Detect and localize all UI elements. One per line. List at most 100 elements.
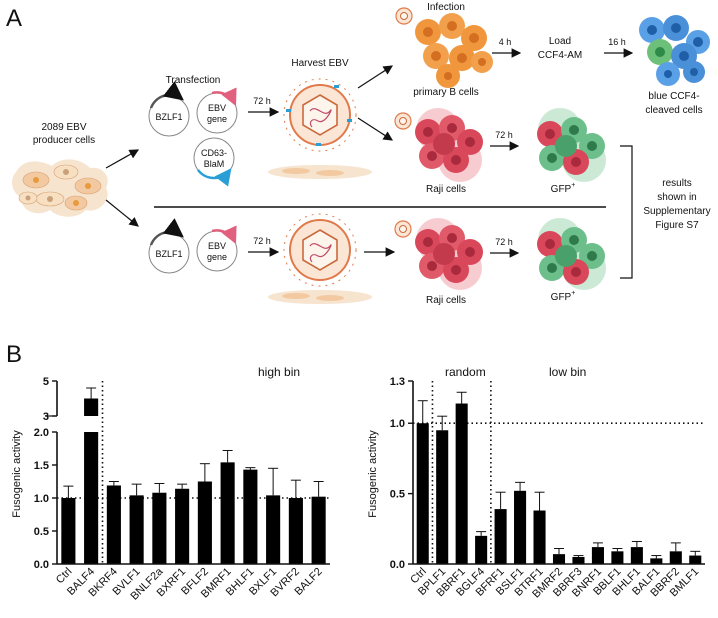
blue-cells-label-line1: blue CCF4-	[648, 91, 699, 102]
chart1-ytick-label: 0.5	[34, 526, 49, 538]
blue-cells-label-line2: cleaved cells	[645, 105, 702, 116]
results-label-line2: shown in	[657, 192, 696, 203]
infection-label: Infection	[427, 2, 465, 13]
ebv-virion-icon	[283, 78, 357, 152]
chart1-ytick-label: 2.0	[34, 427, 49, 439]
chart2-bar	[669, 551, 682, 564]
producer-label-line1: 2089 EBV	[41, 122, 86, 133]
results-label-line4: Figure S7	[655, 220, 699, 231]
load-label-line1: Load	[549, 36, 571, 47]
cell-layer-icon-2	[268, 290, 372, 304]
results-label-line3: Supplementary	[643, 206, 710, 217]
plasmid-ebv-gene-icon-2	[196, 225, 238, 272]
panel-b: B high bin random low bin Fusogenic acti…	[6, 341, 705, 603]
chart1-bar	[288, 498, 303, 564]
chart2-bar	[689, 555, 702, 564]
plasmid-cd63-blam-icon	[193, 137, 235, 187]
chart1-bar	[311, 496, 326, 564]
chart1-bar	[175, 488, 190, 564]
chart1-bar	[220, 462, 235, 564]
cd63-label-line2: BlaM	[204, 159, 225, 169]
chart2-ytick-label: 0.5	[390, 489, 405, 501]
results-label-line1: results	[662, 178, 691, 189]
cell-layer-icon-1	[268, 165, 372, 179]
chart2-ytick-label: 1.0	[390, 418, 405, 430]
bzlf1-label-2: BZLF1	[155, 249, 182, 259]
chart2-bar	[416, 423, 429, 564]
chart1-bar	[129, 495, 144, 564]
ebv-virion-icon-2	[283, 213, 357, 287]
results-bracket	[620, 145, 633, 279]
chart-high-bin: Fusogenic activity CtrlBALF4BKRF4BVLF1BN…	[11, 376, 330, 603]
chart2-bar	[533, 510, 546, 564]
load-label-line2: CCF4-AM	[538, 50, 582, 61]
chart1-bar	[61, 498, 76, 564]
arrow-72h-label-1: 72 h	[253, 96, 271, 106]
raji-cells-label-1: Raji cells	[426, 184, 466, 195]
raji-cells-label-2: Raji cells	[426, 295, 466, 306]
random-label: random	[445, 365, 486, 379]
chart1-ytick-label: 1.0	[34, 493, 49, 505]
arrow-72h-label-4: 72 h	[495, 237, 513, 247]
chart2-ylabel: Fusogenic activity	[367, 430, 379, 518]
plasmid-bzlf1-icon	[148, 81, 190, 137]
ebv-gene-label-2-line2: gene	[207, 252, 227, 262]
chart2-bar	[552, 554, 566, 564]
chart2-bar	[630, 547, 643, 564]
primary-b-cells-label: primary B cells	[413, 87, 479, 98]
chart2-ytick-label: 0.0	[390, 559, 405, 571]
arrow-4h-label: 4 h	[499, 37, 512, 47]
gfp-cells-icon-2	[537, 218, 606, 290]
chart1-ytick-label: 5	[43, 376, 49, 388]
chart2-bar	[572, 556, 585, 564]
panel-a: A 2089 EBV producer cells Transfection B…	[6, 2, 711, 306]
chart1-bar	[106, 485, 121, 564]
high-bin-label: high bin	[258, 365, 300, 379]
ebv-gene-label-line1: EBV	[208, 103, 226, 113]
producer-cells-icon	[12, 159, 108, 217]
small-virus-icon-2	[394, 112, 412, 130]
primary-b-cells-icon	[415, 13, 493, 88]
panel-a-letter: A	[6, 5, 22, 32]
chart1-ytick-label: 1.5	[34, 460, 49, 472]
chart2-bar	[455, 403, 468, 564]
raji-cells-icon-2	[415, 218, 483, 290]
chart2-bar	[650, 558, 663, 564]
chart1-bar	[84, 432, 99, 564]
chart1-bar-upper	[84, 398, 99, 416]
chart-random-low-bin: Fusogenic activity CtrlBPLF1BBRF1BGLF4BF…	[367, 376, 705, 600]
panel-b-letter: B	[6, 341, 22, 368]
chart1-ytick-label: 0.0	[34, 559, 49, 571]
chart2-bar	[591, 547, 604, 564]
chart1-bar	[152, 492, 167, 564]
transfection-label: Transfection	[166, 75, 221, 86]
low-bin-label: low bin	[549, 365, 586, 379]
arrow-16h-label: 16 h	[608, 37, 626, 47]
arrow-72h-label-3: 72 h	[253, 236, 271, 246]
chart1-bar	[243, 469, 258, 564]
plasmid-bzlf1-icon-2	[148, 218, 190, 274]
chart1-ytick-label: 3	[43, 411, 49, 423]
gfp-label-1: GFP+	[551, 182, 576, 195]
ebv-gene-label-line2: gene	[207, 114, 227, 124]
raji-cells-icon-1	[415, 108, 483, 182]
chart2-bar	[494, 509, 507, 564]
plasmid-ebv-gene-icon	[196, 87, 238, 134]
harvest-ebv-label: Harvest EBV	[291, 58, 349, 69]
chart1-bar	[197, 481, 212, 564]
chart2-bar	[514, 490, 527, 564]
chart1-ylabel: Fusogenic activity	[11, 430, 23, 518]
ebv-gene-label-2-line1: EBV	[208, 241, 226, 251]
chart2-bar	[611, 551, 624, 564]
cd63-label-line1: CD63-	[201, 148, 227, 158]
small-virus-icon-3	[394, 220, 412, 238]
chart2-ytick-label: 1.3	[390, 376, 405, 388]
blue-cleaved-cells-icon	[639, 15, 710, 86]
chart2-bar	[436, 430, 449, 564]
gfp-label-2: GFP+	[551, 290, 576, 303]
bzlf1-label: BZLF1	[155, 112, 182, 122]
small-virus-icon-1	[395, 7, 413, 25]
producer-label-line2: producer cells	[33, 135, 95, 146]
gfp-cells-icon-1	[537, 108, 606, 182]
